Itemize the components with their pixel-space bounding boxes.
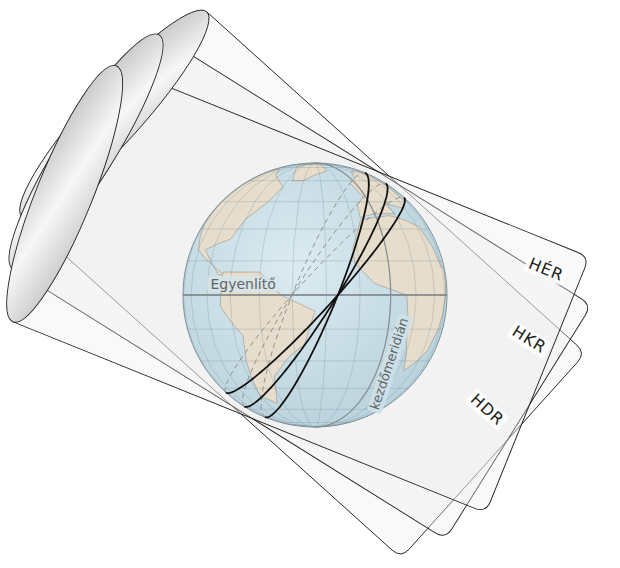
cylinder-label: HKR <box>506 321 552 359</box>
globe-outline <box>183 163 447 427</box>
equator-label: Egyenlítő <box>207 276 278 292</box>
tangent-circle <box>265 173 369 418</box>
equator-line <box>183 294 447 296</box>
tangent-circle <box>226 198 405 394</box>
tangent-circle <box>244 184 387 407</box>
land <box>350 171 405 217</box>
globe <box>183 163 447 427</box>
tangent-circle-back <box>225 197 404 393</box>
cylinder-label: HÉR <box>523 253 569 286</box>
cylinder-label: HDR <box>465 388 510 431</box>
meridian-label: kezdőmeridián <box>367 313 413 414</box>
cylinder-caps <box>0 0 227 332</box>
ocean <box>183 163 447 427</box>
graticule <box>183 163 447 427</box>
cylinder-cap <box>0 55 142 332</box>
